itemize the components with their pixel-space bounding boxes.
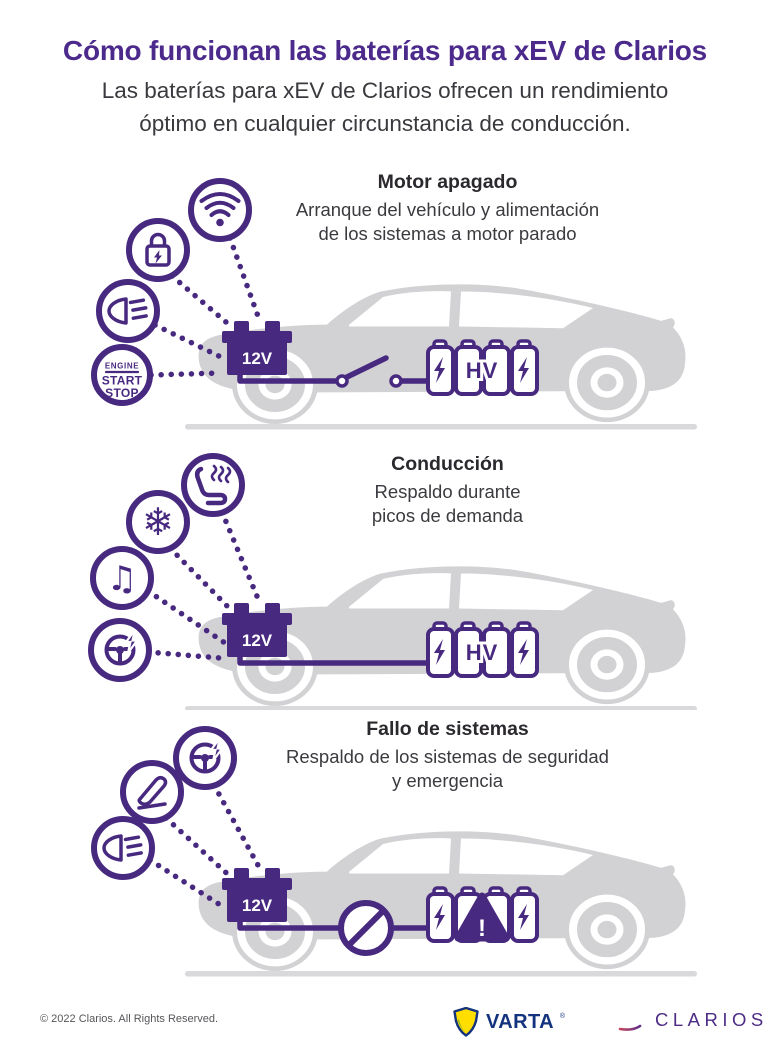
clarios-swoosh-icon	[600, 1008, 644, 1031]
heated-seat-icon	[181, 453, 245, 517]
blocked-connection	[237, 900, 429, 956]
varta-wordmark: VARTA	[486, 1010, 554, 1033]
scene3-desc-line1: Respaldo de los sistemas de seguridad	[286, 746, 609, 767]
headlights-icon	[96, 279, 160, 343]
engine-start-stop-icon: ENGINE START STOP	[91, 344, 153, 406]
ground-line	[185, 971, 697, 977]
clarios-wordmark: CLARIOS	[655, 1009, 768, 1030]
scene2-title: Conducción	[391, 453, 504, 475]
audio-music-icon: ♫	[90, 546, 154, 610]
battery-12v-label: 12V	[242, 631, 273, 650]
engine-badge-line2: START	[102, 374, 143, 388]
snowflake-glyph: ❄	[142, 500, 174, 544]
scene3-art: 12V !	[91, 726, 697, 977]
open-switch-connection	[237, 355, 429, 388]
subtitle-line-1: Las baterías para xEV de Clarios ofrecen…	[101, 78, 669, 103]
scene2-desc-line2: picos de demanda	[371, 504, 524, 526]
scene3-title: Fallo de sistemas	[366, 718, 529, 740]
scene2-art: ❄ ♫ 12V HV	[88, 453, 697, 710]
copyright-text: © 2022 Clarios. All Rights Reserved.	[40, 1013, 219, 1025]
scene-conduccion: Conducción Respaldo durante picos de dem…	[0, 445, 770, 710]
hv-label: HV	[466, 640, 499, 665]
warning-triangle-icon: !	[454, 892, 510, 942]
music-glyph: ♫	[107, 559, 137, 599]
scene1-art: ENGINE START STOP 12V HV	[91, 178, 697, 430]
page-subtitle: Las baterías para xEV de Clarios ofrecen…	[0, 74, 770, 140]
climate-snowflake-icon: ❄	[126, 490, 190, 554]
closed-connection	[237, 648, 429, 666]
scene1-title: Motor apagado	[377, 171, 518, 193]
ground-line	[185, 424, 697, 430]
warning-exclamation: !	[478, 915, 486, 942]
power-steering-icon	[173, 726, 237, 790]
brake-pedal-icon	[120, 760, 184, 824]
power-steering-icon	[88, 618, 152, 682]
dotted-links	[145, 509, 262, 661]
scene1-text: Motor apagado Arranque del vehículo y al…	[130, 171, 765, 245]
scene-motor-apagado: Motor apagado Arranque del vehículo y al…	[0, 163, 770, 445]
engine-badge-line1: ENGINE	[105, 362, 139, 371]
subtitle-line-2: óptimo en cualquier circunstancia de con…	[139, 111, 631, 136]
scene3-desc-line2: y emergencia	[391, 769, 504, 791]
engine-badge-line3: STOP	[105, 386, 139, 400]
headlights-icon	[91, 816, 155, 880]
hv-label: HV	[466, 358, 499, 383]
varta-registered-mark: ®	[559, 1012, 566, 1020]
clarios-logo: CLARIOS	[600, 1006, 768, 1034]
battery-12v-label: 12V	[242, 896, 273, 915]
security-lock-icon	[126, 218, 190, 282]
scene1-desc-line2: de los sistemas a motor parado	[318, 222, 577, 244]
scene3-text: Fallo de sistemas Respaldo de los sistem…	[130, 718, 765, 792]
battery-12v-label: 12V	[242, 349, 273, 368]
scene1-desc-line1: Arranque del vehículo y alimentación	[295, 199, 600, 220]
page-title: Cómo funcionan las baterías para xEV de …	[62, 34, 708, 66]
scene2-desc-line1: Respaldo durante	[374, 481, 521, 502]
ground-line	[185, 706, 697, 710]
wifi-icon	[188, 178, 252, 242]
varta-shield-icon	[453, 1007, 479, 1037]
scene-fallo-de-sistemas: Fallo de sistemas Respaldo de los sistem…	[0, 710, 770, 980]
dotted-links	[148, 235, 262, 378]
scene2-text: Conducción Respaldo durante picos de dem…	[130, 453, 765, 527]
varta-logo: VARTA ®	[452, 1007, 565, 1037]
